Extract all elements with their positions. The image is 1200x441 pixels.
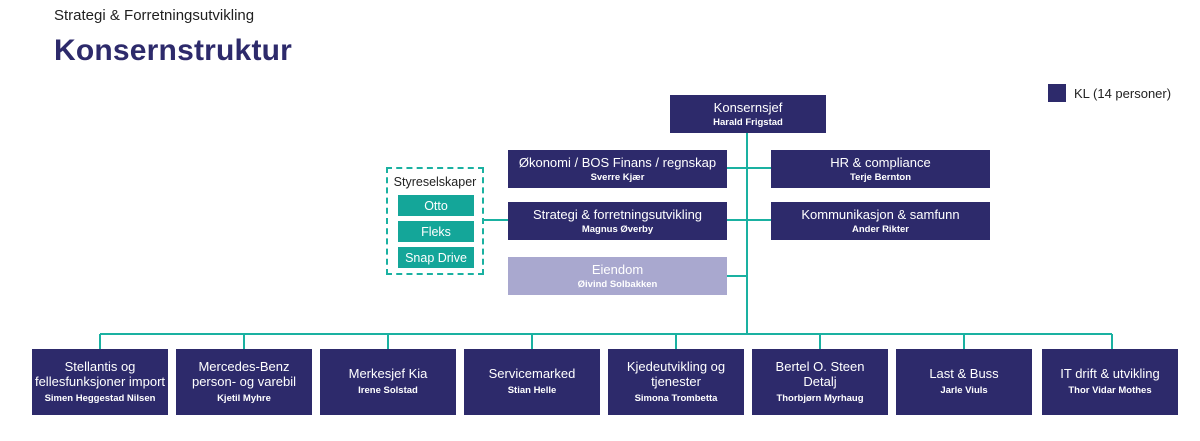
board-companies-group: Styreselskaper Otto Fleks Snap Drive: [386, 167, 484, 275]
ceo-box: Konsernsjef Harald Frigstad: [670, 95, 826, 133]
staff-title: Økonomi / BOS Finans / regnskap: [518, 154, 717, 170]
staff-box-communication: Kommunikasjon & samfunn Ander Rikter: [771, 202, 990, 240]
staff-name: Magnus Øverby: [581, 224, 654, 236]
staff-title: HR & compliance: [830, 154, 931, 170]
ceo-name: Harald Frigstad: [713, 117, 783, 129]
legend: KL (14 personer): [1048, 84, 1171, 102]
division-name: Thorbjørn Myrhaug: [776, 392, 864, 404]
division-box: Mercedes-Benz person- og varebil Kjetil …: [176, 349, 312, 415]
division-title: Servicemarked: [488, 366, 576, 382]
staff-name: Sverre Kjær: [590, 172, 645, 184]
staff-box-property: Eiendom Øivind Solbakken: [508, 257, 727, 295]
company-fleks: Fleks: [398, 221, 474, 242]
page-subtitle: Strategi & Forretningsutvikling: [54, 7, 255, 24]
staff-name: Ander Rikter: [851, 224, 909, 236]
division-name: Jarle Viuls: [940, 385, 988, 397]
group-title: Styreselskaper: [393, 175, 477, 189]
division-title: Merkesjef Kia: [348, 366, 428, 382]
division-title: Last & Buss: [929, 366, 999, 382]
legend-swatch: [1048, 84, 1066, 102]
division-box: Merkesjef Kia Irene Solstad: [320, 349, 456, 415]
division-title: IT drift & utvikling: [1060, 366, 1160, 382]
division-name: Stian Helle: [507, 385, 557, 397]
division-name: Simona Trombetta: [634, 392, 718, 404]
division-box: Servicemarked Stian Helle: [464, 349, 600, 415]
division-name: Irene Solstad: [358, 385, 418, 397]
staff-name: Øivind Solbakken: [577, 279, 658, 291]
division-box: Bertel O. Steen Detalj Thorbjørn Myrhaug: [752, 349, 888, 415]
division-name: Simen Heggestad Nilsen: [44, 392, 156, 404]
division-name: Kjetil Myhre: [217, 392, 271, 404]
division-title: Stellantis og fellesfunksjoner import: [34, 358, 166, 389]
staff-title: Strategi & forretningsutvikling: [532, 206, 703, 222]
division-box: Last & Buss Jarle Viuls: [896, 349, 1032, 415]
division-name: Thor Vidar Mothes: [1068, 385, 1152, 397]
division-box: Stellantis og fellesfunksjoner import Si…: [32, 349, 168, 415]
staff-title: Eiendom: [591, 261, 644, 277]
division-title: Bertel O. Steen Detalj: [775, 358, 865, 389]
page-title: Konsernstruktur: [54, 34, 293, 67]
division-box: IT drift & utvikling Thor Vidar Mothes: [1042, 349, 1178, 415]
ceo-title: Konsernsjef: [713, 99, 783, 115]
legend-label: KL (14 personer): [1074, 85, 1172, 101]
staff-name: Terje Bernton: [849, 172, 912, 184]
company-otto: Otto: [398, 195, 474, 216]
staff-title: Kommunikasjon & samfunn: [801, 206, 960, 222]
staff-box-finance: Økonomi / BOS Finans / regnskap Sverre K…: [508, 150, 727, 188]
staff-box-strategy: Strategi & forretningsutvikling Magnus Ø…: [508, 202, 727, 240]
division-title: Mercedes-Benz person- og varebil: [191, 358, 297, 389]
division-box: Kjedeutvikling og tjenester Simona Tromb…: [608, 349, 744, 415]
staff-box-hr: HR & compliance Terje Bernton: [771, 150, 990, 188]
division-title: Kjedeutvikling og tjenester: [626, 358, 726, 389]
company-snap-drive: Snap Drive: [398, 247, 474, 268]
